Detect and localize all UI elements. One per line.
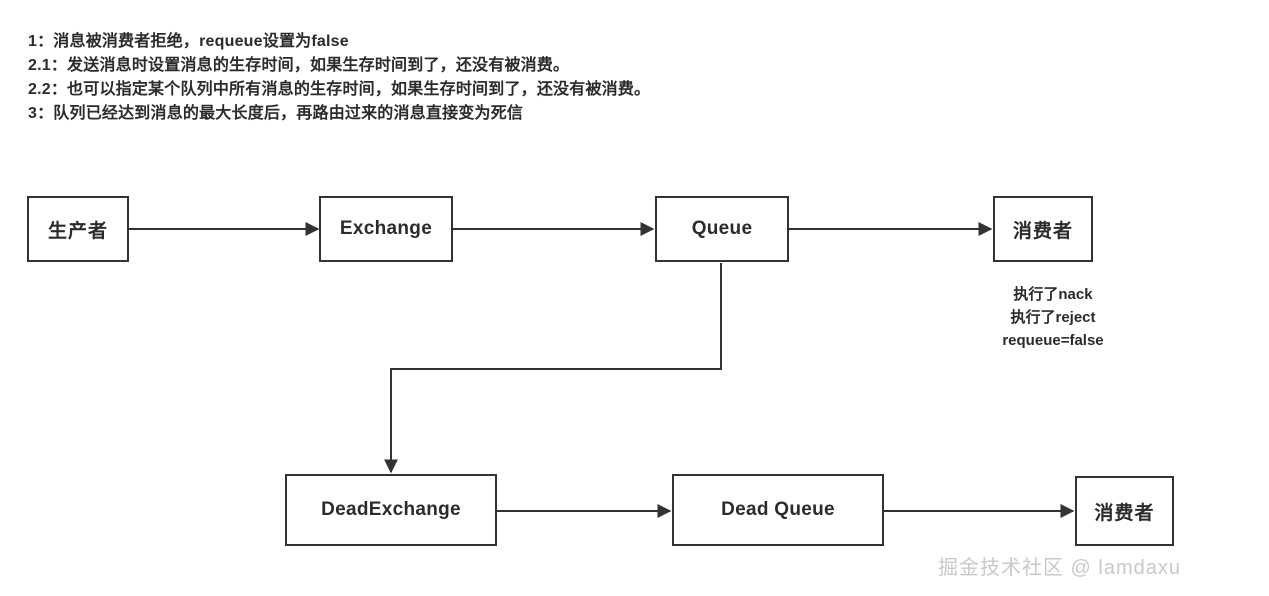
- node-producer-label: 生产者: [47, 220, 108, 242]
- node-exchange-label: Exchange: [339, 218, 433, 239]
- node-queue[interactable]: Queue: [655, 196, 789, 262]
- annotation-line-requeue: requeue=false: [1002, 332, 1104, 349]
- node-dead-queue-label: Dead Queue: [721, 499, 835, 520]
- node-exchange[interactable]: Exchange: [319, 196, 453, 262]
- edge-queue-to-dead-exchange: [384, 263, 722, 474]
- node-producer[interactable]: 生产者: [27, 196, 129, 262]
- note-line-3: 2.2：也可以指定某个队列中所有消息的生存时间，如果生存时间到了，还没有被消费。: [28, 81, 651, 98]
- node-dead-queue[interactable]: Dead Queue: [672, 474, 884, 546]
- note-line-1: 1：消息被消费者拒绝，requeue设置为false: [28, 33, 349, 50]
- node-consumer-top[interactable]: 消费者: [993, 196, 1093, 262]
- node-dead-exchange[interactable]: DeadExchange: [285, 474, 497, 546]
- notes-block: 1：消息被消费者拒绝，requeue设置为false 2.1：发送消息时设置消息…: [28, 30, 1128, 126]
- node-consumer-bottom-label: 消费者: [1094, 502, 1155, 524]
- annotation-line-reject: 执行了reject: [1010, 309, 1096, 326]
- node-consumer-bottom[interactable]: 消费者: [1075, 476, 1174, 546]
- node-queue-label: Queue: [691, 218, 753, 239]
- note-line-2: 2.1：发送消息时设置消息的生存时间，如果生存时间到了，还没有被消费。: [28, 57, 570, 74]
- consumer-nack-annotation: 执行了nack 执行了reject requeue=false: [963, 283, 1143, 352]
- annotation-line-nack: 执行了nack: [1013, 286, 1093, 303]
- watermark: 掘金技术社区 @ lamdaxu: [938, 557, 1182, 579]
- note-line-4: 3：队列已经达到消息的最大长度后，再路由过来的消息直接变为死信: [28, 105, 524, 122]
- node-consumer-top-label: 消费者: [1012, 220, 1073, 242]
- node-dead-exchange-label: DeadExchange: [321, 499, 461, 520]
